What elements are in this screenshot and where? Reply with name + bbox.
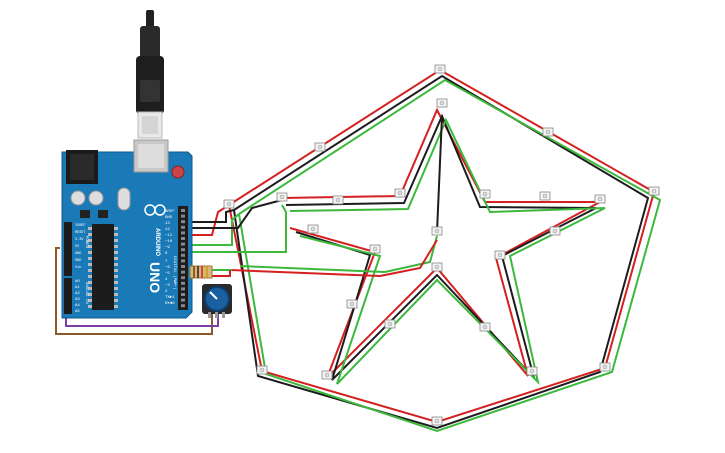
digital-header[interactable] — [178, 206, 188, 310]
analog-header[interactable] — [64, 278, 72, 314]
pcb-label: A3 — [75, 298, 80, 302]
pcb-label: ~3 — [165, 284, 170, 288]
pcb-label: ANALOG IN — [84, 282, 88, 304]
led-pixel[interactable] — [332, 195, 344, 205]
led-pixel[interactable] — [494, 250, 506, 260]
pcb-label: 2 — [165, 290, 168, 294]
led-pixel[interactable] — [321, 370, 333, 380]
arduino-logo: ARDUINO UNO — [144, 204, 166, 293]
pcb-label: TX►1 — [165, 295, 175, 300]
logo-text: ARDUINO — [154, 228, 160, 256]
pcb-label: GND — [165, 216, 173, 220]
pcb-labels: AREF GND 13 12 ~11 ~10 ~9 8 7 ~6 ~5 4 ~3 2TX►1RX◄0 IOR… — [75, 210, 177, 314]
pcb-label: ~11 — [165, 234, 173, 238]
pcb-label: 5V — [75, 245, 80, 249]
led-pixel[interactable] — [526, 366, 538, 376]
led-pixels — [223, 64, 660, 426]
chip-pins — [88, 227, 118, 308]
led-pixel[interactable] — [479, 189, 491, 199]
pcb-label: 13 — [165, 222, 170, 226]
pcb-label: A5 — [75, 310, 80, 314]
led-pixel[interactable] — [431, 226, 443, 236]
pcb-label: RESET — [75, 231, 86, 235]
pcb-label: ~5 — [165, 272, 170, 276]
led-pixel[interactable] — [431, 262, 443, 272]
star-green-wire — [289, 117, 606, 386]
led-pixel[interactable] — [314, 142, 326, 152]
outer-ring-black-wire — [233, 74, 650, 430]
resistor-bank[interactable] — [189, 265, 213, 279]
led-pixel[interactable] — [384, 319, 396, 329]
pcb-label: DIGITAL (PWM~) — [172, 256, 177, 290]
led-pixel[interactable] — [434, 64, 446, 74]
pcb-label: Vin — [75, 265, 81, 270]
led-pixel[interactable] — [549, 226, 561, 236]
led-pixel[interactable] — [436, 98, 448, 108]
pcb-label: IOREF — [75, 224, 86, 228]
arduino-connection-wires — [55, 199, 287, 335]
led-pixel[interactable] — [256, 365, 268, 375]
power-header[interactable] — [64, 222, 72, 276]
pcb-label: RX◄0 — [165, 301, 175, 306]
pcb-label: GND — [75, 259, 81, 263]
arduino-black-wire — [186, 209, 235, 223]
pcb-label: 7 — [165, 260, 168, 264]
pcb-label: 4 — [165, 278, 168, 282]
led-pixel[interactable] — [346, 299, 358, 309]
pcb-label: ~6 — [165, 266, 170, 270]
led-pixel[interactable] — [542, 127, 554, 137]
model-text: UNO — [147, 262, 163, 293]
star-center-red-wire — [229, 239, 438, 278]
pcb-label: 3.3V — [75, 238, 84, 242]
arduino-green-wire-2 — [186, 204, 287, 253]
pcb-label: 12 — [165, 228, 170, 232]
pcb-label: A2 — [75, 292, 80, 296]
arduino-red-wire — [186, 204, 230, 236]
led-pixel[interactable] — [594, 194, 606, 204]
header-pins — [181, 209, 185, 308]
pcb-label: ~10 — [165, 240, 173, 244]
led-pixel[interactable] — [307, 224, 319, 234]
led-pixel[interactable] — [479, 322, 491, 332]
led-pixel[interactable] — [276, 192, 288, 202]
led-pixel[interactable] — [394, 188, 406, 198]
resistor-out-wire-2 — [210, 270, 231, 277]
arduino-green-wire — [186, 213, 240, 246]
pcb-label: A4 — [75, 304, 80, 308]
pcb-label: 8 — [165, 252, 168, 256]
pcb-label: POWER — [84, 236, 88, 249]
pcb-label: A0 — [75, 280, 80, 284]
led-pixel[interactable] — [599, 362, 611, 372]
arduino-black-wire-2 — [186, 199, 283, 229]
led-pixel[interactable] — [539, 191, 551, 201]
led-pixel[interactable] — [369, 244, 381, 254]
pcb-label: GND — [75, 252, 81, 256]
pcb-label: A1 — [75, 286, 80, 290]
arduino-board[interactable]: ARDUINO UNO AREF GND 13 12 ~11 ~10 ~9 8 7 ~6 ~5 4 ~3… — [61, 139, 193, 319]
star-center-green-wire — [239, 235, 438, 274]
led-pixel[interactable] — [431, 416, 443, 426]
pcb-label: ~9 — [165, 246, 170, 250]
potentiometer[interactable] — [202, 284, 232, 318]
led-pixel[interactable] — [223, 199, 235, 209]
led-pixel[interactable] — [648, 186, 660, 196]
usb-cable — [136, 10, 164, 139]
pcb-label: AREF — [165, 210, 175, 214]
star-center-black-wire — [436, 115, 443, 233]
